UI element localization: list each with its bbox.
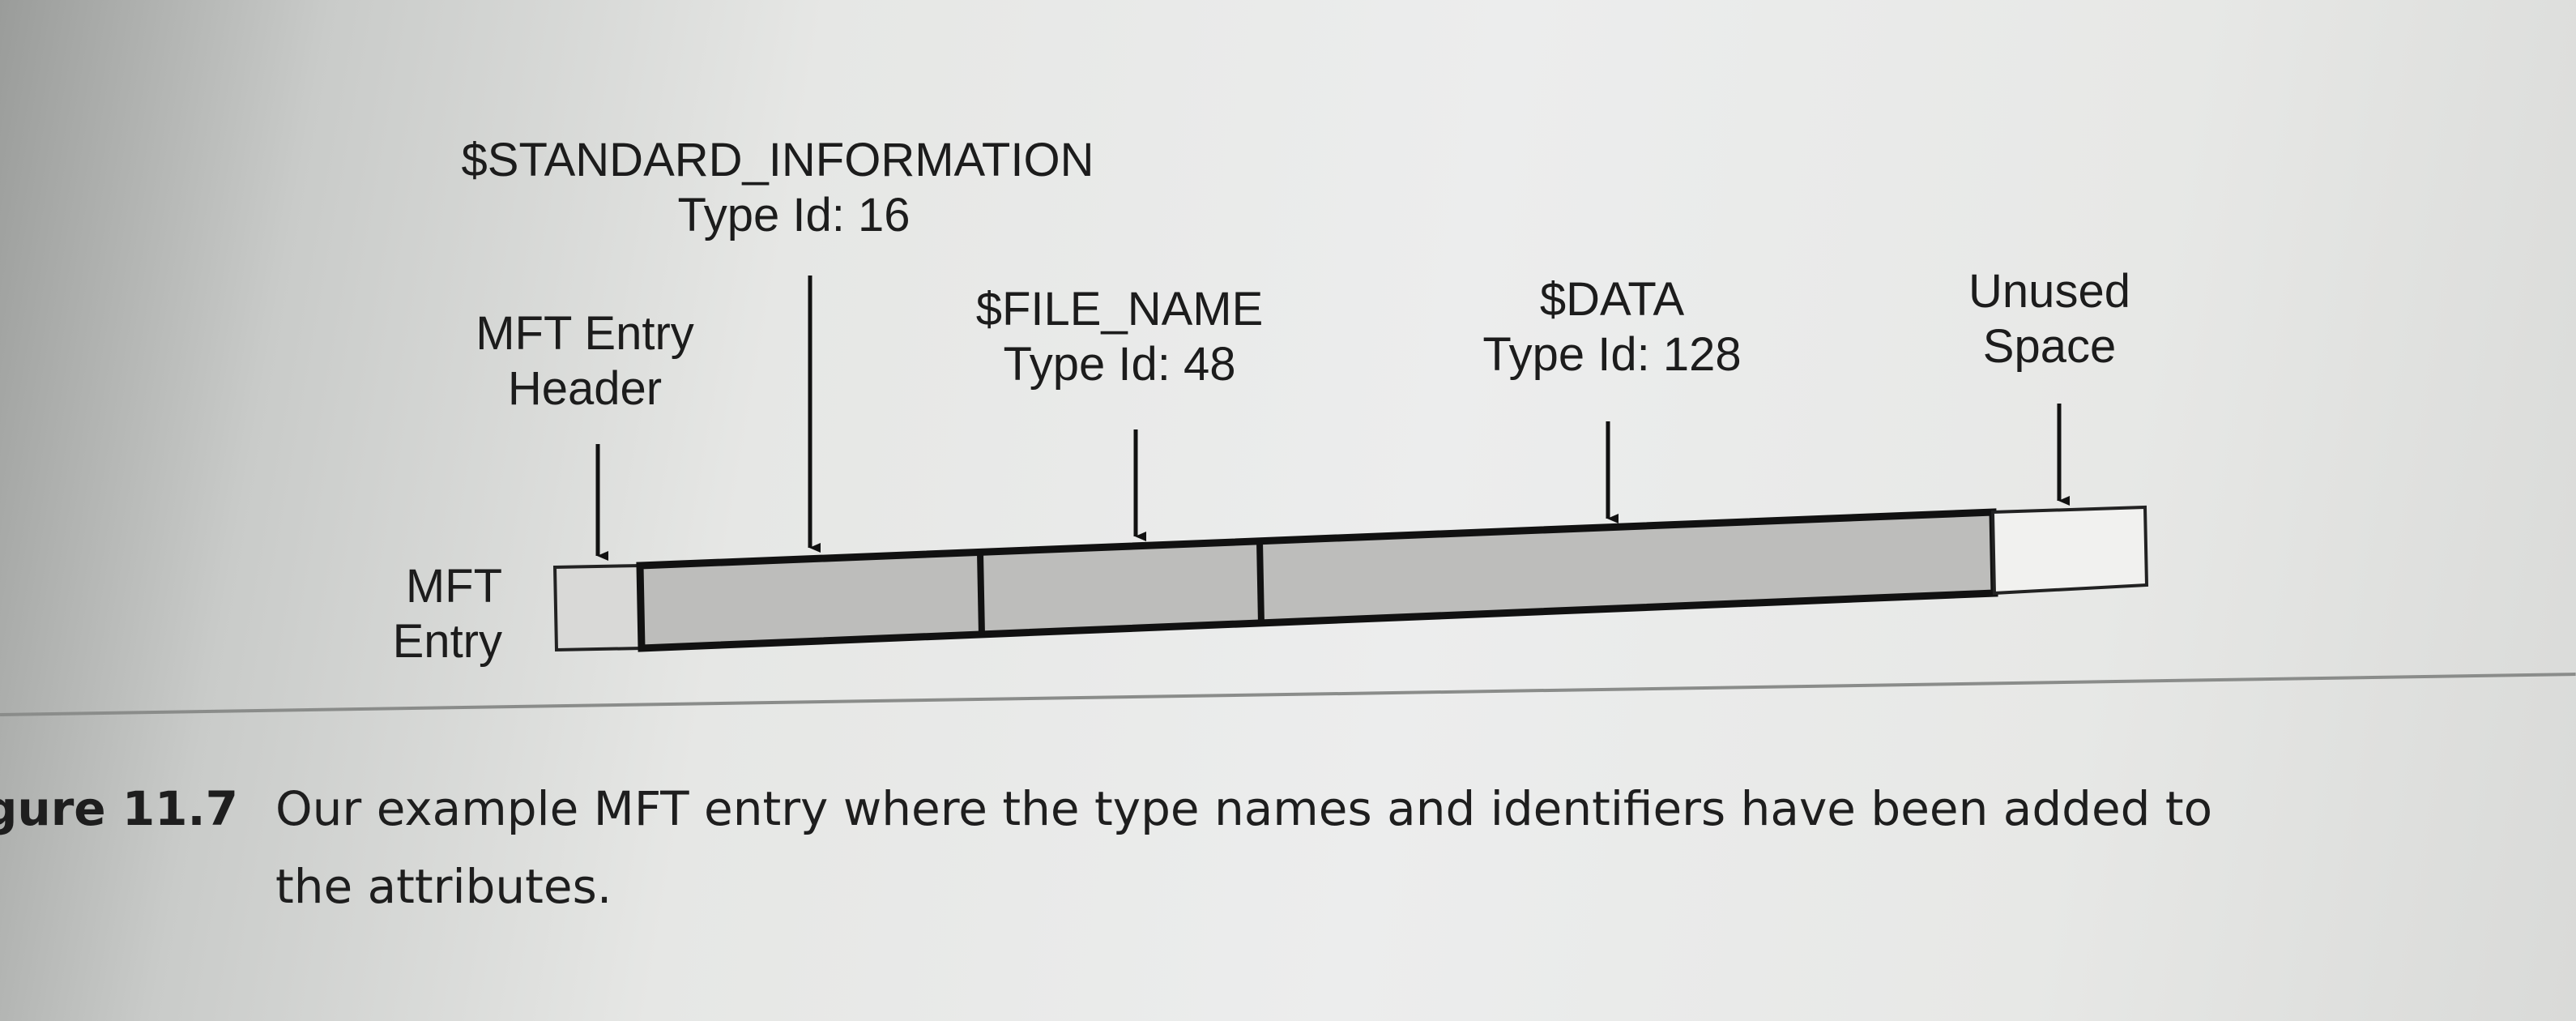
mft-entry-svg bbox=[552, 276, 2149, 652]
entry-label-line1: MFT bbox=[405, 560, 502, 613]
label-data-line1: $DATA bbox=[1539, 273, 1685, 326]
divider-std-fn bbox=[977, 552, 985, 636]
label-mft-entry-header: MFT Entry Header bbox=[476, 306, 694, 417]
divider-fn-data bbox=[1256, 540, 1265, 625]
label-file-name: $FILE_NAME Type Id: 48 bbox=[976, 282, 1264, 392]
mft-entry-diagram: MFT Entry MFT Entry Header $STANDARD_INF… bbox=[308, 133, 2149, 669]
label-std-line1: $STANDARD_INFORMATION bbox=[461, 134, 1094, 186]
label-header-line2: Header bbox=[507, 362, 663, 415]
label-fn-line1: $FILE_NAME bbox=[975, 283, 1264, 335]
label-unused-space: Unused Space bbox=[1968, 264, 2130, 374]
label-unused-line1: Unused bbox=[1968, 265, 2130, 318]
label-unused-line2: Space bbox=[1982, 320, 2117, 373]
label-fn-line2: Type Id: 48 bbox=[1003, 338, 1236, 391]
entry-label-line2: Entry bbox=[392, 615, 502, 668]
figure-number: igure 11.7 bbox=[0, 781, 238, 836]
attributes-region bbox=[636, 508, 1998, 652]
caption-line1: Our example MFT entry where the type nam… bbox=[275, 781, 2213, 836]
label-header-line1: MFT Entry bbox=[476, 307, 694, 360]
figure-caption: igure 11.7 Our example MFT entry where th… bbox=[0, 770, 2479, 925]
label-std-line2: Type Id: 16 bbox=[677, 189, 911, 241]
label-standard-information: $STANDARD_INFORMATION Type Id: 16 bbox=[462, 133, 1094, 243]
mft-entry-label: MFT Entry bbox=[308, 559, 502, 669]
header-segment bbox=[552, 563, 644, 652]
caption-line2: the attributes. bbox=[275, 859, 612, 914]
label-data-line2: Type Id: 128 bbox=[1482, 328, 1742, 381]
unused-space-segment bbox=[1990, 505, 2149, 596]
label-data: $DATA Type Id: 128 bbox=[1482, 272, 1741, 382]
